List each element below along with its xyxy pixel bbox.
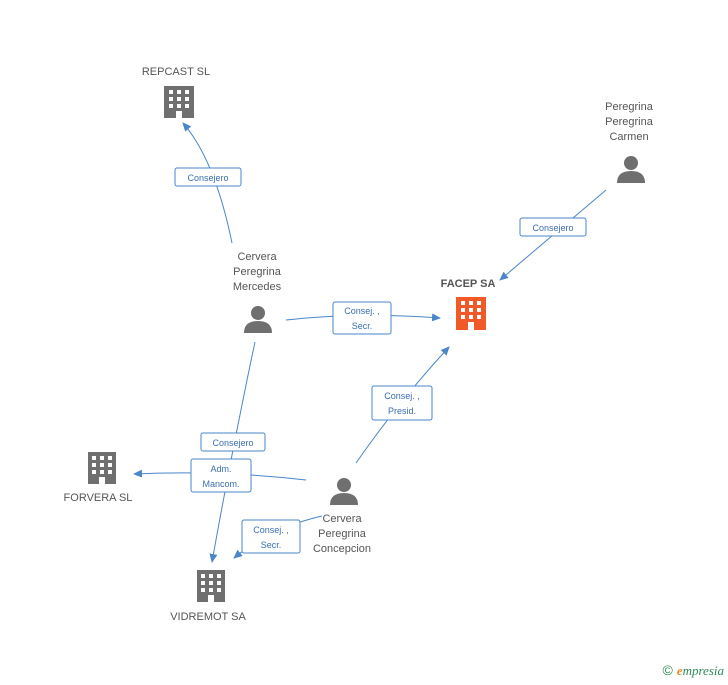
edge-label-text: Consej. , [253, 525, 289, 535]
node-repcast[interactable]: REPCAST SL [142, 66, 210, 118]
edge-label-mercedes-vidremot[interactable]: Consejero [200, 432, 266, 452]
edge-label-mercedes-repcast[interactable]: Consejero [174, 167, 242, 187]
node-forvera[interactable]: FORVERA SL [64, 452, 133, 504]
node-label-line: Peregrina [318, 528, 367, 540]
person-icon [330, 478, 358, 505]
edge-label-text: Secr. [261, 540, 282, 550]
building-icon [456, 297, 486, 330]
edge-label-text: Consej. , [344, 306, 380, 316]
edge-label-text: Consej. , [384, 391, 420, 401]
node-concepcion[interactable]: Cervera Peregrina Concepcion [313, 478, 371, 555]
building-icon [88, 452, 116, 484]
node-label: FACEP SA [441, 278, 496, 290]
edge-label-text: Presid. [388, 406, 416, 416]
footer-credit[interactable]: ©empresia [662, 662, 724, 679]
node-label-line: Concepcion [313, 543, 371, 555]
edge-label-carmen-facep[interactable]: Consejero [519, 217, 587, 237]
edge-label-concepcion-vidremot[interactable]: Consej. , Secr. [241, 519, 301, 554]
node-label-line: Cervera [237, 251, 277, 263]
edge-label-concepcion-forvera[interactable]: Adm. Mancom. [190, 458, 252, 493]
edge-label-text: Consejero [212, 438, 253, 448]
node-label-line: Cervera [322, 513, 362, 525]
node-vidremot[interactable]: VIDREMOT SA [170, 570, 246, 623]
edge-label-text: Mancom. [202, 479, 239, 489]
node-label: VIDREMOT SA [170, 611, 246, 623]
node-label-line: Peregrina [605, 116, 654, 128]
building-icon [197, 570, 225, 602]
edges [133, 122, 607, 563]
node-label: FORVERA SL [64, 492, 133, 504]
person-icon [244, 306, 272, 333]
node-label-line: Peregrina [605, 101, 654, 113]
edge-label-mercedes-facep[interactable]: Consej. , Secr. [332, 301, 392, 335]
person-icon [617, 156, 645, 183]
copyright-symbol: © [662, 662, 673, 678]
edge-label-text: Adm. [210, 464, 231, 474]
edge-label-concepcion-facep[interactable]: Consej. , Presid. [371, 385, 433, 421]
edge-label-text: Consejero [187, 173, 228, 183]
node-facep[interactable]: FACEP SA [441, 278, 496, 330]
brand-logo: empresia [676, 663, 724, 678]
edge-label-text: Consejero [532, 223, 573, 233]
node-carmen[interactable]: Peregrina Peregrina Carmen [605, 101, 654, 183]
node-mercedes[interactable]: Cervera Peregrina Mercedes [233, 251, 282, 333]
node-label-line: Mercedes [233, 281, 282, 293]
node-label-line: Peregrina [233, 266, 282, 278]
building-icon [164, 86, 194, 118]
edge-label-text: Secr. [352, 321, 373, 331]
node-label: REPCAST SL [142, 66, 210, 78]
node-label-line: Carmen [609, 131, 648, 143]
